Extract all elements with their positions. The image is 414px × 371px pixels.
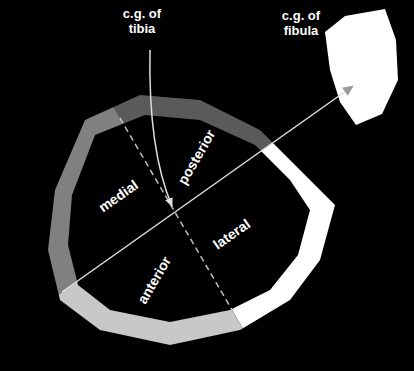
region-label: anterior: [134, 253, 174, 306]
leader-arrow: [150, 50, 172, 206]
callout-label: c.g. of tibia: [112, 6, 172, 36]
region-label: lateral: [211, 216, 254, 253]
fibula-section: [325, 9, 398, 125]
tibia-cortex: [48, 95, 335, 345]
callout-label: c.g. of fibula: [268, 8, 334, 38]
tibia-fibula-axis: [62, 86, 353, 292]
region-label: posterior: [174, 127, 218, 188]
anteroposterior-axis: [120, 118, 235, 315]
region-label: medial: [95, 177, 141, 216]
